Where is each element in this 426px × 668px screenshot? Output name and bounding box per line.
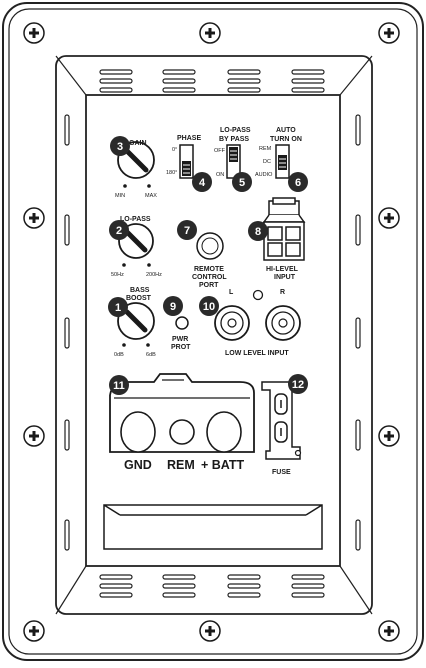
svg-text:1: 1: [115, 302, 121, 314]
screw-icon: [23, 207, 45, 229]
inner-plate-border: [8, 8, 418, 655]
rem-label: REM: [167, 458, 195, 472]
hilevel-label: HI-LEVEL: [266, 266, 299, 273]
bass-boost-knob[interactable]: [117, 302, 155, 340]
remote-control-port[interactable]: [196, 232, 224, 260]
callout-12: [288, 374, 308, 394]
mounting-screws: [23, 22, 400, 642]
lopass-50-label: 50Hz: [111, 272, 124, 278]
bass-boost-label-1: BASS: [130, 287, 150, 294]
rca-left-jack[interactable]: [214, 305, 250, 341]
auto-audio-label: AUDIO: [255, 172, 273, 178]
rca-right-jack[interactable]: [265, 305, 301, 341]
svg-text:8: 8: [255, 226, 261, 238]
gain-label: GAIN: [129, 140, 147, 147]
gain-dot-max: [147, 184, 151, 188]
fuse-screw: [294, 449, 302, 457]
screw-icon: [199, 22, 221, 44]
callout-badges: 3 4 5 6 2 7 8 1 9 10 11 12: [108, 136, 308, 395]
callout-5: [232, 172, 252, 192]
bass-dot-6: [146, 343, 150, 347]
callout-10: [199, 296, 219, 316]
svg-text:5: 5: [239, 177, 245, 189]
svg-text:7: 7: [184, 225, 190, 237]
terminal-batt[interactable]: [206, 411, 242, 453]
lopass-200-label: 200Hz: [146, 272, 162, 278]
terminal-gnd[interactable]: [120, 411, 156, 453]
batt-label: + BATT: [201, 458, 245, 472]
svg-text:4: 4: [199, 177, 206, 189]
prot-label: PROT: [171, 344, 191, 351]
remote-label-2: CONTROL: [192, 274, 227, 281]
pwr-label: PWR: [172, 336, 188, 343]
callout-4: [192, 172, 212, 192]
lopass-dot-200: [147, 263, 151, 267]
svg-text:9: 9: [170, 301, 176, 313]
auto-rem-label: REM: [259, 146, 272, 152]
auto-label-2: TURN ON: [270, 136, 302, 143]
callout-9: [163, 296, 183, 316]
terminal-rem[interactable]: [169, 419, 195, 445]
remote-label-1: REMOTE: [194, 266, 224, 273]
bypass-on-label: ON: [216, 172, 224, 178]
frame-bevel: [55, 55, 373, 615]
bypass-label-2: BY PASS: [219, 136, 249, 143]
auto-switch-ridges: [279, 158, 286, 168]
gnd-label: GND: [124, 458, 152, 472]
vent-slots: [64, 69, 361, 598]
lopass-label: LO-PASS: [120, 216, 151, 223]
low-l-label: L: [229, 289, 234, 296]
fuse-label: FUSE: [272, 469, 291, 476]
low-r-label: R: [280, 289, 285, 296]
low-level-led: [252, 289, 264, 301]
bass-boost-label-2: BOOST: [126, 295, 152, 302]
callout-3: [110, 136, 130, 156]
phase-0-label: 0°: [172, 147, 177, 153]
gain-max-label: MAX: [145, 193, 157, 199]
screw-icon: [23, 425, 45, 447]
bypass-label-1: LO-PASS: [220, 127, 251, 134]
hilevel-input-label: INPUT: [274, 274, 296, 281]
phase-180-label: 180°: [166, 170, 177, 176]
fuse-holder[interactable]: [261, 381, 301, 460]
bass-0-label: 0dB: [114, 352, 124, 358]
auto-label-1: AUTO: [276, 127, 296, 134]
remote-label-3: PORT: [199, 282, 219, 289]
gain-min-label: MIN: [115, 193, 125, 199]
pwr-prot-led: [175, 316, 189, 330]
callout-2: [109, 220, 129, 240]
hi-level-input-connector[interactable]: [262, 197, 306, 261]
svg-text:12: 12: [292, 379, 304, 391]
gain-dot-min: [123, 184, 127, 188]
screw-icon: [199, 620, 221, 642]
callout-1: [108, 297, 128, 317]
bass-6-label: 6dB: [146, 352, 156, 358]
phase-label: PHASE: [177, 135, 201, 142]
bypass-off-label: OFF: [214, 148, 226, 154]
callout-6: [288, 172, 308, 192]
frame-outer: [55, 55, 373, 615]
svg-text:6: 6: [295, 177, 301, 189]
phase-switch-ridges: [183, 164, 190, 174]
screw-icon: [378, 425, 400, 447]
callout-8: [248, 221, 268, 241]
low-level-input-label: LOW LEVEL INPUT: [225, 350, 289, 357]
bass-dot-0: [122, 343, 126, 347]
screw-icon: [23, 620, 45, 642]
svg-text:11: 11: [113, 380, 125, 392]
lopass-dot-50: [122, 263, 126, 267]
screw-icon: [378, 207, 400, 229]
callout-11: [109, 375, 129, 395]
bypass-switch-ridges: [230, 150, 237, 160]
svg-text:3: 3: [117, 141, 123, 153]
screw-icon: [378, 22, 400, 44]
svg-text:2: 2: [116, 225, 122, 237]
svg-text:10: 10: [203, 301, 215, 313]
lower-cover: [103, 504, 323, 550]
screw-icon: [378, 620, 400, 642]
callout-7: [177, 220, 197, 240]
screw-icon: [23, 22, 45, 44]
auto-dc-label: DC: [263, 159, 271, 165]
